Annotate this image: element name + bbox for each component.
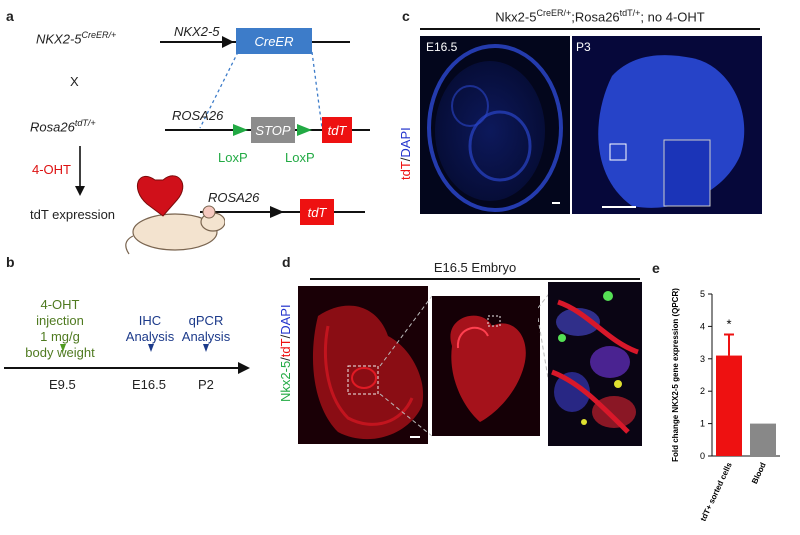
timeline	[4, 344, 250, 374]
bar	[750, 423, 776, 456]
treatment-label: 4-OHT	[32, 162, 71, 177]
time-e95: E9.5	[49, 377, 76, 392]
panel-c-label: c	[402, 8, 410, 24]
significance-marker: *	[726, 317, 731, 332]
ihc-text: IHC Analysis	[125, 313, 175, 344]
y-tick-label: 5	[700, 289, 705, 299]
panel-e-label: e	[652, 260, 660, 276]
panel-c-title: Nkx2-5CreER/+;Rosa26tdT/+; no 4-OHT	[495, 8, 705, 25]
promoter-arrow-1	[222, 36, 234, 48]
rosa26-allele: Rosa26tdT/+	[30, 118, 96, 135]
stop-box: STOP	[251, 117, 295, 143]
locus-nkx25: NKX2-5	[174, 24, 220, 39]
dash-right	[311, 51, 323, 129]
micrograph-cells	[548, 282, 642, 446]
time-p2: P2	[198, 377, 214, 392]
y-axis-label: Fold change NKX2-5 gene expression (QPCR…	[671, 288, 680, 462]
treatment-arrow-head	[75, 186, 85, 196]
panel-c-title-rule	[420, 28, 760, 30]
nkx25-allele: NKX2-5CreER/+	[36, 30, 117, 47]
loxp-label-1: LoxP	[218, 150, 248, 165]
tdt-box: tdT	[322, 117, 352, 143]
mouse-ear	[202, 205, 216, 219]
micrograph-embryo	[298, 286, 428, 444]
fold-change-chart: 0 1 2 3 4 5 Fold change NKX2-5 gene expression…	[671, 288, 780, 523]
zoom-lines-1	[379, 295, 433, 437]
y-tick-label: 1	[700, 419, 705, 429]
cross-symbol: X	[70, 74, 79, 89]
y-tick-label: 4	[700, 321, 705, 331]
heart-icon	[137, 175, 184, 217]
timeline-arrowhead	[238, 362, 250, 374]
promoter-arrow-2	[270, 206, 284, 218]
micrograph-p3: P3	[572, 36, 762, 214]
dash-left	[199, 51, 239, 129]
loxp-triangle-2	[297, 124, 312, 136]
loxp-label-2: LoxP	[285, 150, 315, 165]
y-tick-label: 2	[700, 386, 705, 396]
e165-label: E16.5	[426, 40, 458, 54]
panel-c-ylabel: tdT/DAPI	[398, 127, 413, 180]
locus-rosa26: ROSA26	[172, 108, 224, 123]
loxp-triangle-1	[233, 124, 248, 136]
qpcr-text: qPCR Analysis	[181, 313, 231, 344]
micrograph-e165: E16.5	[420, 36, 570, 214]
y-tick-label: 3	[700, 354, 705, 364]
panel-d-ylabel: Nkx2-5/tdT/DAPI	[278, 304, 293, 402]
tdt-box-2: tdT	[300, 199, 334, 225]
mouse-body	[132, 213, 218, 251]
injection-arrow	[60, 344, 66, 352]
panel-d-title: E16.5 Embryo	[433, 260, 517, 275]
panel-d-title-rule	[310, 278, 640, 280]
micrograph-heart	[432, 296, 540, 436]
ihc-arrow	[148, 344, 154, 352]
mouse-illustration	[125, 175, 225, 255]
outcome-label: tdT expression	[30, 207, 116, 222]
x-tick-label: tdT+ sorted cells	[699, 461, 734, 523]
locus-rosa26-2: ROSA26	[208, 190, 260, 205]
time-e165: E16.5	[132, 377, 166, 392]
panel-d-label: d	[282, 254, 291, 270]
panel-b-label: b	[6, 254, 15, 270]
mouse-tail	[125, 235, 134, 255]
panel-a-label: a	[6, 8, 14, 24]
y-tick-label: 0	[700, 451, 705, 461]
injection-text: 4-OHT injection 1 mg/g body weight	[25, 297, 95, 360]
qpcr-arrow	[203, 344, 209, 352]
x-tick-label: Blood	[750, 461, 768, 485]
bar	[716, 355, 742, 456]
creer-box: CreER	[236, 28, 312, 54]
p3-label: P3	[576, 40, 591, 54]
